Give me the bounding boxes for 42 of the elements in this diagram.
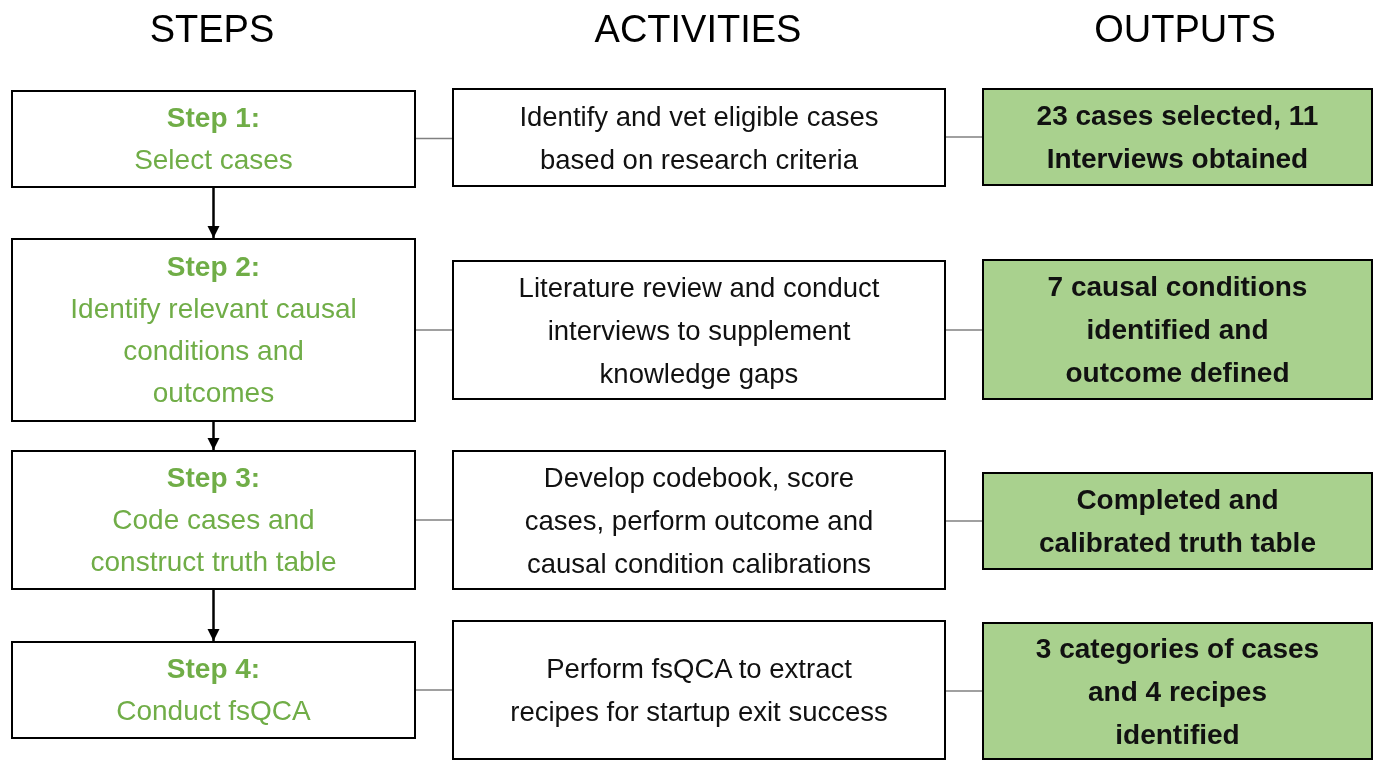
connector-line [415, 689, 453, 691]
connector-line [415, 519, 453, 521]
arrow [207, 188, 220, 238]
output-text: 23 cases selected, 11 Interviews obtained [1035, 99, 1320, 176]
output-box [982, 88, 1373, 186]
activity-box [452, 450, 946, 590]
output-box [982, 472, 1373, 570]
connector-line [415, 329, 453, 331]
output-box [982, 622, 1373, 760]
activity-text: Literature review and conduct interviews to supplement knowledge gaps [517, 270, 881, 391]
step-box [11, 450, 416, 590]
step-box [11, 90, 416, 188]
step-box [11, 641, 416, 739]
connector-line [945, 329, 983, 331]
activity-box [452, 260, 946, 400]
connector-line [945, 136, 983, 138]
step-description: Select cases [134, 143, 293, 177]
arrow [207, 590, 220, 641]
column-heading: STEPS [149, 8, 275, 51]
step-title: Step 3: [166, 461, 261, 495]
connector-line [415, 137, 453, 140]
activity-text: Identify and vet eligible cases based on research criteria [518, 99, 880, 177]
activity-box [452, 88, 946, 187]
column-heading: ACTIVITIES [594, 8, 802, 51]
activity-text: Perform fsQCA to extract recipes for startup exit success [509, 652, 889, 729]
connector-line [945, 520, 983, 522]
step-title: Step 1: [166, 101, 261, 135]
step-title: Step 4: [166, 652, 261, 686]
activity-text: Develop codebook, score cases, perform outcome and causal condition calibrations [523, 460, 875, 581]
output-text: Completed and calibrated truth table [1038, 483, 1317, 560]
step-description: Conduct fsQCA [116, 694, 311, 728]
activity-box [452, 620, 946, 760]
step-box [11, 238, 416, 422]
output-box [982, 259, 1373, 400]
column-heading: OUTPUTS [1094, 8, 1276, 51]
output-text: 3 categories of cases and 4 recipes identified [1034, 631, 1321, 752]
step-title: Step 2: [166, 250, 261, 284]
step-description: Code cases and construct truth table [89, 503, 338, 579]
arrow [207, 422, 220, 450]
output-text: 7 causal conditions identified and outcome defined [1046, 270, 1309, 390]
connector-line [945, 690, 983, 692]
step-description: Identify relevant causal conditions and outcomes [69, 292, 358, 410]
